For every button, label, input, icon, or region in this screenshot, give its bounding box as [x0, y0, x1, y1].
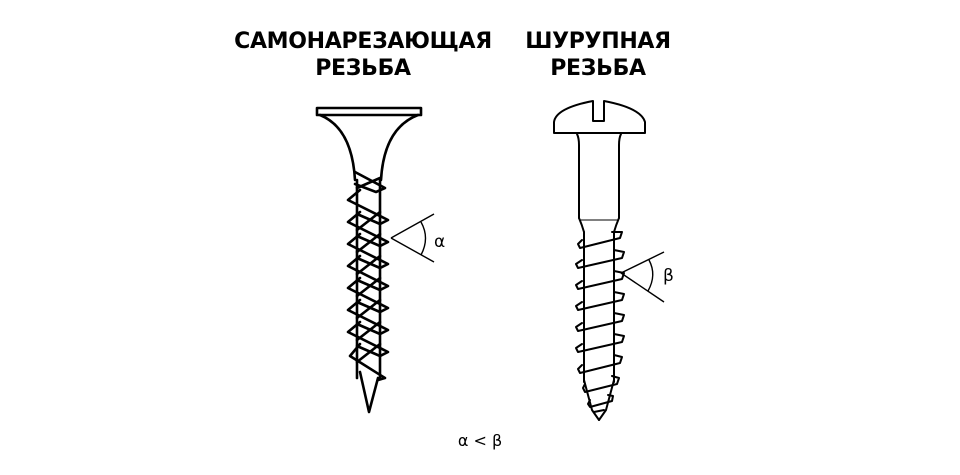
wood-screw-illustration [553, 100, 646, 421]
self-tapping-thread-title: САМОНАРЕЗАЮЩАЯ РЕЗЬБА [228, 28, 498, 82]
title-right-line2: РЕЗЬБА [550, 56, 646, 81]
title-left-line1: САМОНАРЕЗАЮЩАЯ [234, 29, 492, 54]
screw-tip [358, 370, 380, 414]
alpha-label: α [434, 232, 446, 252]
beta-angle-indicator [620, 251, 665, 303]
angle-comparison-caption: α < β [457, 431, 503, 450]
title-right-line1: ШУРУПНАЯ [525, 29, 671, 54]
title-left-line2: РЕЗЬБА [315, 56, 411, 81]
sharp-threads [346, 170, 390, 382]
alpha-angle-indicator [390, 213, 435, 263]
screw-head-round-slotted [553, 100, 646, 134]
wood-screw-thread-title: ШУРУПНАЯ РЕЗЬБА [518, 28, 678, 82]
self-tapping-screw-illustration [315, 106, 423, 414]
wide-threads [575, 231, 625, 408]
screw-head-flat [315, 106, 423, 117]
beta-label: β [663, 266, 674, 286]
